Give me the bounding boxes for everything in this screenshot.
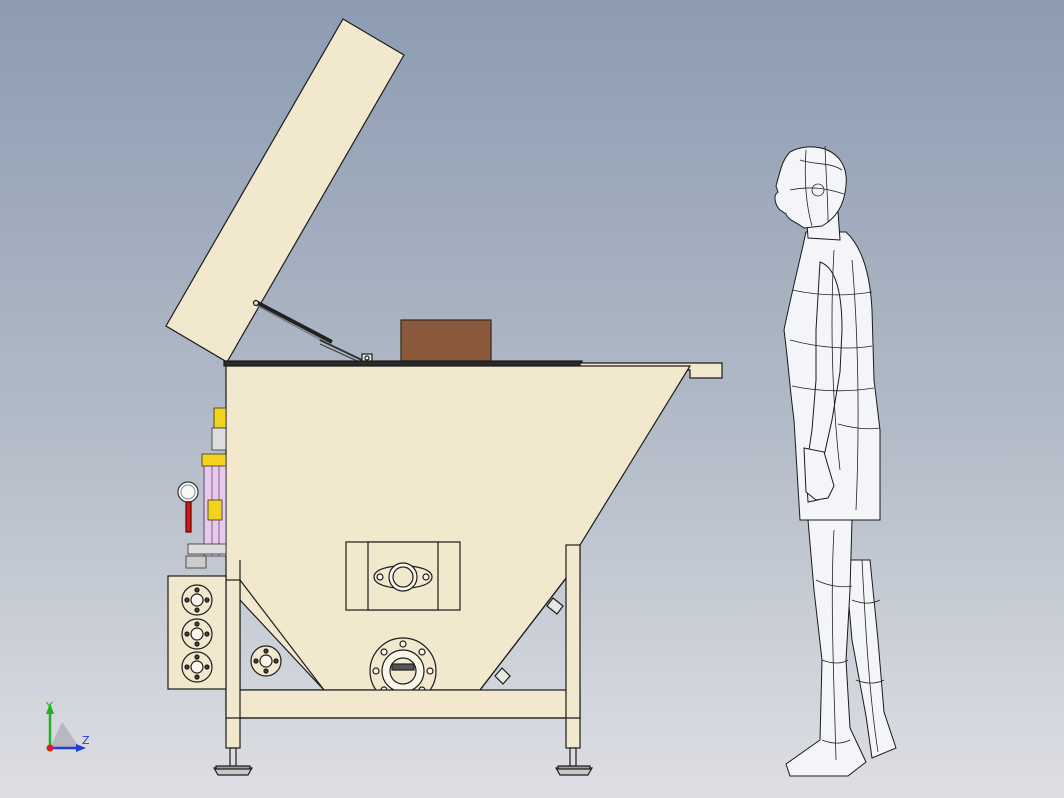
triad-y-label: Y: [45, 700, 53, 713]
top-plate[interactable]: [223, 360, 583, 367]
mannequin-hand: [803, 447, 835, 501]
side-piping[interactable]: [185, 407, 227, 569]
side-port-1[interactable]: [181, 584, 213, 616]
triad-z-label: Z: [82, 734, 90, 747]
hopper-inner-diag-right: [479, 559, 581, 691]
mannequin-mesh: [789, 145, 885, 761]
pressure-gauge[interactable]: [177, 481, 199, 533]
open-lid[interactable]: [165, 18, 405, 363]
side-port-2[interactable]: [181, 618, 213, 650]
side-port-3[interactable]: [181, 651, 213, 683]
slope-fittings[interactable]: [494, 597, 564, 685]
hopper-body[interactable]: [225, 365, 692, 691]
mannequin-head: [774, 146, 847, 229]
human-mannequin[interactable]: [774, 145, 897, 777]
hopper-port[interactable]: [250, 645, 282, 677]
orientation-triad: Y Z: [45, 700, 90, 752]
gas-spring-strut[interactable]: [252, 299, 373, 366]
support-frame[interactable]: [225, 544, 581, 749]
leveling-foot-left[interactable]: [212, 747, 254, 776]
bearing-housing[interactable]: [345, 541, 461, 611]
machine-assembly[interactable]: [165, 18, 723, 776]
top-block[interactable]: [400, 319, 492, 363]
mannequin-back-leg: [844, 559, 897, 759]
leveling-foot-right[interactable]: [554, 747, 594, 776]
hopper-inner-diag-left: [239, 579, 325, 691]
